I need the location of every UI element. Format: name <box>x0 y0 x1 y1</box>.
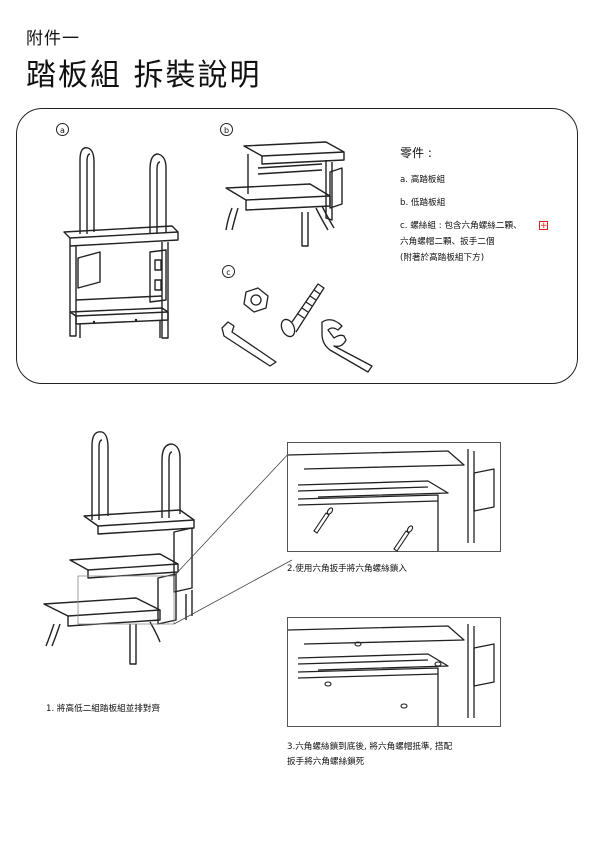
parts-line-c3: (附著於高踏板組下方) <box>400 253 485 263</box>
assembled-steps-drawing <box>43 431 293 665</box>
hardware-drawing <box>221 283 373 373</box>
step3-text-line2: 扳手將六角螺絲鎖死 <box>287 757 365 767</box>
parts-line-c1: c. 螺絲組 : 包含六角螺絲二顆、 <box>400 221 522 231</box>
parts-panel <box>16 108 578 384</box>
annotation-marker: + <box>539 221 548 231</box>
tall-step-unit-drawing <box>63 147 179 339</box>
part-a-label: a <box>56 123 69 136</box>
parts-line-b: b. 低踏板組 <box>400 198 446 208</box>
part-c-label: c <box>222 265 235 278</box>
parts-line-a: a. 高踏板組 <box>400 175 446 185</box>
low-step-unit-drawing <box>225 141 345 247</box>
detail-step2-drawing <box>287 449 495 552</box>
appendix-label: 附件一 <box>26 29 80 49</box>
detail-box-step2 <box>287 442 501 552</box>
step1-text: 1. 將高低二組踏板組並排對齊 <box>46 704 161 714</box>
part-b-label: b <box>220 123 233 136</box>
parts-heading: 零件 : <box>400 146 432 160</box>
detail-box-step3 <box>287 617 501 727</box>
detail-step3-drawing <box>287 624 495 726</box>
page-title: 踏板組 拆裝說明 <box>26 58 262 93</box>
step2-text: 2.使用六角扳手將六角螺絲鎖入 <box>287 564 407 574</box>
parts-line-c2: 六角螺帽二顆、扳手二個 <box>400 237 495 247</box>
step3-text-line1: 3.六角螺絲鎖到底後, 將六角螺帽抵準, 搭配 <box>287 742 453 752</box>
